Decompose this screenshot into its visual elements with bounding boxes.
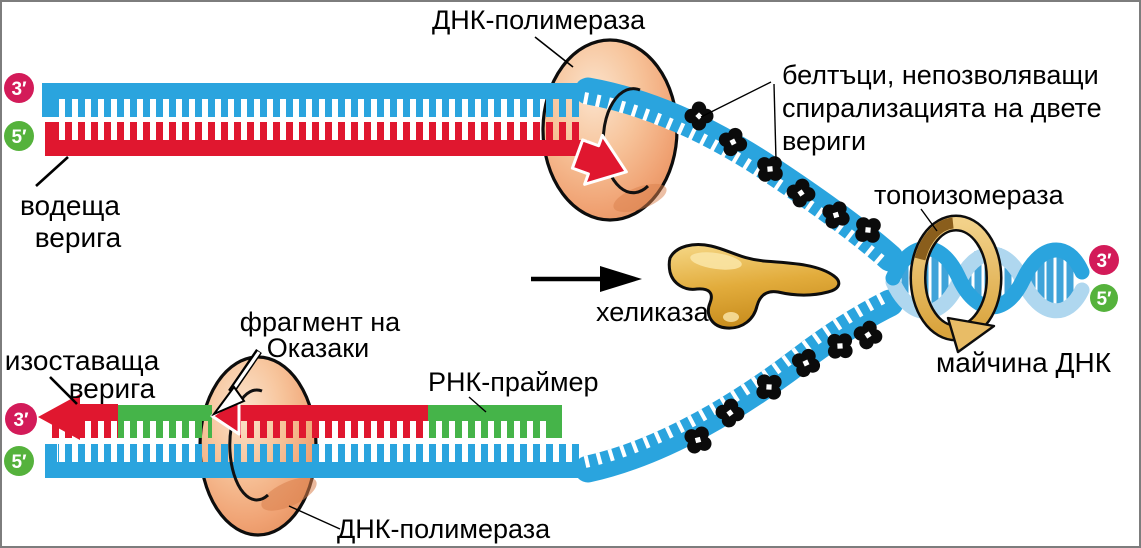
pointer-rna-primer (468, 396, 487, 413)
rna-primer-label: РНК-праймер (428, 367, 599, 397)
dna-polymerase-bottom-label: ДНК-полимераза (337, 514, 551, 544)
ssb-label-line1: белтъци, непозволяващи (782, 60, 1099, 90)
marker-3-leading-label: 3′ (11, 79, 27, 100)
lagging-new-arrow (38, 394, 118, 440)
marker-3-lagging-label: 3′ (13, 410, 29, 431)
helicase-label: хеликаза (596, 297, 710, 327)
leading-new-teeth (48, 122, 582, 140)
lagging-template-bar (45, 462, 588, 478)
lagging-template-curve-ticks (583, 290, 890, 468)
pointer-okazaki-arrow (210, 349, 262, 417)
leading-template-teeth (45, 99, 585, 117)
lagging-template-teeth (58, 444, 585, 462)
okazaki-label-line2: Оказаки (267, 333, 369, 363)
marker-5-lagging-label: 5′ (11, 452, 27, 473)
topoisomerase-ring (909, 214, 1003, 354)
marker-3-lagging (5, 403, 37, 435)
mother-dna-label: майчина ДНК (936, 347, 1112, 378)
pointer-ssb-2 (773, 83, 777, 161)
helicase-blob (667, 243, 841, 330)
leading-synthesis-arrow (570, 133, 628, 186)
leading-template-bar (42, 83, 588, 99)
ssb-label-line3: вериги (782, 126, 866, 156)
marker-5-mother-label: 5′ (1096, 289, 1112, 310)
pointer-lagging-strand (49, 376, 78, 405)
pointer-lines (35, 36, 938, 530)
pointer-topoisomerase (920, 208, 938, 232)
marker-3-mother (1089, 245, 1119, 275)
pointer-ssb-1 (700, 81, 772, 118)
polymerase-bottom-hole (228, 388, 270, 502)
marker-3-mother-label: 3′ (1096, 251, 1112, 272)
lagging-strand-group (38, 289, 904, 502)
direction-arrow (531, 266, 642, 292)
dna-polymerase-top-label: ДНК-полимераза (432, 5, 646, 35)
ring-rotation-arrowhead (946, 316, 996, 354)
marker-5-lagging (4, 446, 34, 476)
text-labels: ДНК-полимераза белтъци, непозволяващи сп… (5, 5, 1112, 544)
pointer-dna-polymerase-bottom (288, 505, 341, 530)
marker-5-mother (1090, 284, 1118, 312)
marker-5-leading-label: 5′ (11, 127, 27, 148)
rna-primer-bar (428, 405, 562, 421)
lagging-strand-label-line1: изоставаща (5, 345, 160, 376)
topoisomerase-label: топоизомераза (874, 180, 1065, 210)
ring-inner-face (914, 217, 954, 261)
pointer-dna-polymerase-top (534, 36, 574, 68)
leading-strand-label-line2: верига (35, 222, 122, 253)
ssb-label-line2: спирализацията на двете (782, 93, 1102, 123)
leading-new-bar (45, 140, 588, 156)
okazaki-label-line1: фрагмент на (240, 307, 401, 337)
okazaki-primer-bar (118, 405, 212, 421)
pointer-leading-strand (35, 156, 69, 187)
leading-strand-label-line1: водеща (20, 190, 120, 221)
lagging-strand-label-line2: верига (69, 373, 156, 404)
marker-5-leading (4, 121, 34, 151)
marker-3-leading (4, 73, 34, 103)
lagging-template-curve (574, 289, 904, 483)
strand-end-markers: 3′ 5′ 3′ 5′ 3′ 5′ (4, 73, 1119, 476)
